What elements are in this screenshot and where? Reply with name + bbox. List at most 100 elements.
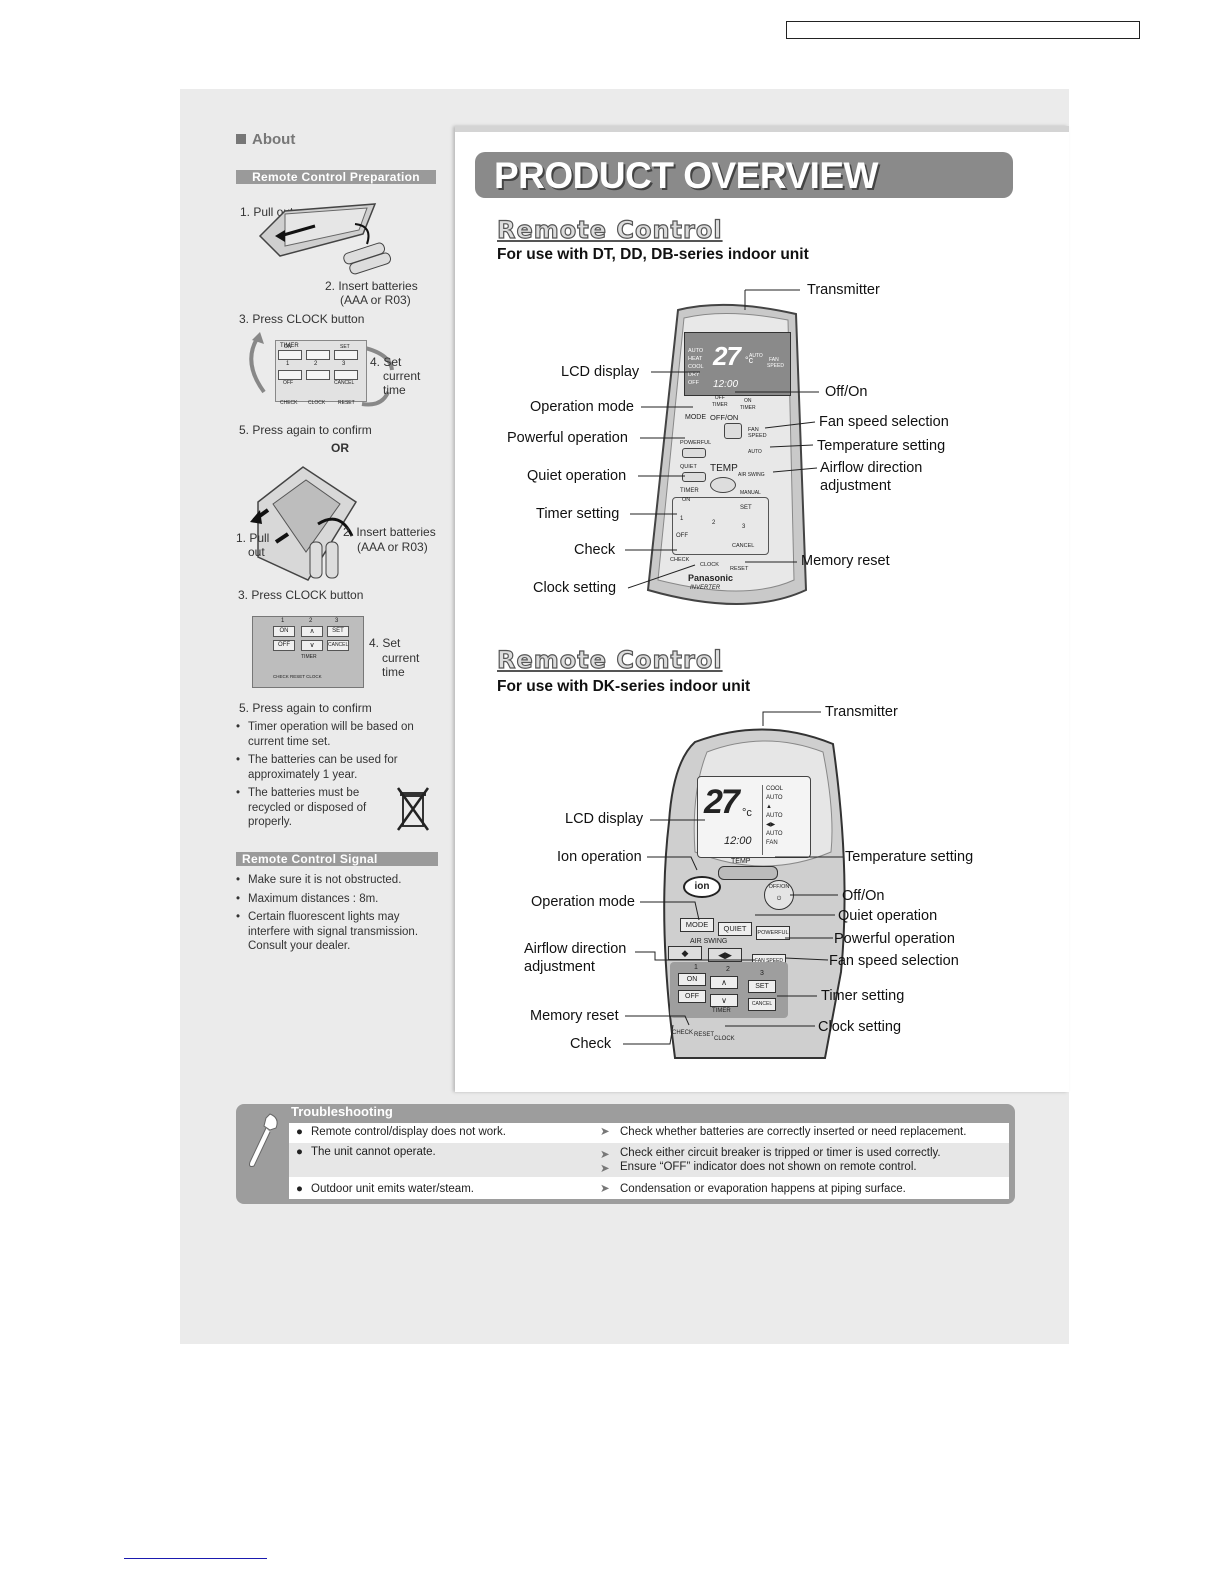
mini-b-down: ∨ [301, 640, 323, 651]
remote2-airswing-label: AIR SWING [690, 938, 728, 945]
remote1-set-label: SET [740, 505, 752, 511]
overview-title: PRODUCT OVERVIEW [494, 155, 878, 196]
remote1-timer-label: TIMER [680, 488, 699, 494]
mini-b-set: SET [327, 626, 349, 637]
signal-note-1: •Make sure it is not obstructed. [236, 874, 402, 886]
remote1-on-timer: ON TIMER [740, 398, 756, 412]
remote2-key-3: 3 [760, 970, 764, 977]
remote2-lcd-auto-3: AUTO [766, 831, 783, 837]
signal-note-2-text: Maximum distances : 8m. [248, 893, 379, 905]
remote2-lcd-fan: FAN [766, 840, 778, 846]
mini-b-3: 3 [335, 618, 339, 624]
battery-cover-illustration [258, 203, 392, 275]
step-insert-batteries: 2. Insert batteries [325, 279, 418, 293]
remote2-powerful-button: POWERFUL [756, 926, 790, 940]
remote1-fan-auto: AUTO [749, 353, 763, 359]
remote2-key-2: 2 [726, 966, 730, 973]
remote1-quiet-button: QUIET [680, 464, 697, 470]
remote1-key-1: 1 [680, 516, 684, 522]
mini-a-reset: RESET [338, 400, 355, 406]
footer-link-line [124, 1558, 267, 1559]
remote2-label-quiet: Quiet operation [838, 908, 938, 924]
mini-remote-b: 1 2 3 ON ∧ SET OFF ∨ CANCEL TIMER CHECK … [252, 616, 364, 688]
troubleshooting-a-3: Condensation or evaporation happens at p… [620, 1183, 906, 1195]
troubleshooting-row: ● Outdoor unit emits water/steam. ➤ Cond… [289, 1179, 1009, 1199]
troubleshooting-row: ● Remote control/display does not work. … [289, 1123, 1009, 1142]
remote1-label-airflow-2: adjustment [820, 478, 891, 494]
remote1-powerful-key [682, 448, 706, 458]
mini-a-set: SET [340, 344, 350, 350]
remote1-lcd-unit: °c [745, 355, 754, 365]
signal-note-3-line-3: Consult your dealer. [248, 940, 351, 952]
remote2-label-lcd: LCD display [565, 811, 644, 827]
remote2-clock-label: CLOCK [714, 1036, 735, 1042]
step-b-current: current [382, 651, 420, 665]
prep-title: Remote Control Preparation [236, 170, 436, 184]
remote2-label-airflow-1: Airflow direction [524, 941, 627, 957]
remote1-off-timer-1: OFF [714, 395, 725, 401]
mini-b-check-reset-clock: CHECK RESET CLOCK [273, 674, 322, 679]
remote1-lcd-time: 12:00 [713, 379, 739, 390]
mini-b-cancel: CANCEL [327, 640, 349, 651]
remote2-offon-label: OFF/ON [768, 884, 790, 890]
remote1-label-powerful: Powerful operation [507, 430, 628, 446]
remote1-mode-off: OFF [688, 380, 699, 386]
remote2-on-button: ON [678, 973, 706, 986]
remote1-temp-button: TEMP [710, 463, 738, 474]
troubleshooting-a-2-2: Ensure “OFF” indicator does not shown on… [620, 1161, 917, 1173]
remote1-on-label: ON [682, 497, 691, 503]
remote2-horizontal-swing-key: ◀▶ [708, 948, 742, 962]
mini-b-up: ∧ [301, 626, 323, 637]
mini-b-timer: TIMER [301, 654, 317, 660]
mini-b-1: 1 [281, 618, 285, 624]
remote1-callouts [625, 289, 819, 589]
remote1-mode-button: MODE [685, 414, 706, 421]
remote2-lcd-unit: °c [742, 807, 752, 819]
step-confirm: 5. Press again to confirm [239, 423, 372, 437]
note-timer-line-1: Timer operation will be based on [248, 721, 414, 733]
troubleshooting-row: ● The unit cannot operate. ➤ Check eithe… [289, 1143, 1009, 1177]
mini-b-off: OFF [273, 640, 295, 651]
remote2-label-operation-mode: Operation mode [531, 894, 635, 910]
remote2-set-button: SET [748, 980, 776, 993]
troubleshooting-q-3: Outdoor unit emits water/steam. [311, 1183, 474, 1195]
remote1-on-timer-1: ON [744, 398, 752, 404]
signal-note-2: •Maximum distances : 8m. [236, 893, 379, 905]
remote2-label-transmitter: Transmitter [825, 704, 898, 720]
step-b-battery-type: (AAA or R03) [357, 540, 428, 554]
remote2-callouts [623, 711, 843, 1045]
remote1-key-2: 2 [712, 520, 716, 526]
step-b-out: out [248, 545, 265, 559]
wrench-icon [249, 1113, 278, 1167]
remote1-manual-button: MANUAL [740, 490, 761, 496]
remote2-label-ion: Ion operation [557, 849, 642, 865]
remote1-label-lcd: LCD display [561, 364, 640, 380]
remote1-mode-auto: AUTO [688, 348, 704, 354]
troubleshooting-q-2: The unit cannot operate. [311, 1146, 436, 1158]
troubleshooting-a-2-1: Check either circuit breaker is tripped … [620, 1147, 941, 1159]
mini-a-1: 1 [286, 361, 290, 367]
remote1-off-timer: OFF TIMER [712, 395, 728, 409]
note-recycle: • The batteries must be recycled or disp… [236, 787, 367, 828]
step-b-time: time [382, 665, 405, 679]
remote1-label-transmitter: Transmitter [807, 282, 880, 298]
remote2-reset-label: RESET [694, 1032, 715, 1038]
remote1-label-check: Check [574, 542, 616, 558]
step-b-press-clock: 3. Press CLOCK button [238, 588, 364, 602]
remote1-auto-button: AUTO [748, 449, 762, 455]
remote2-subtitle: For use with DK-series indoor unit [497, 678, 751, 695]
step-b-set: 4. Set [369, 636, 401, 650]
step-set: 4. Set [370, 355, 402, 369]
remote1-timer-frame [672, 497, 769, 555]
remote1-label-airflow-1: Airflow direction [820, 460, 923, 476]
remote2-lcd-cool: COOL [766, 786, 784, 792]
remote2-title: Remote Control [496, 645, 723, 674]
remote1-check-label: CHECK [670, 557, 690, 563]
remote2-lcd: 27 °c 12:00 COOL AUTO ▲ AUTO ◀▶ AUTO FAN [697, 776, 811, 858]
note-battery-life: • The batteries can be used for approxim… [236, 754, 398, 781]
or-label: OR [331, 441, 349, 455]
step-b-insert: 2. Insert batteries [343, 525, 436, 539]
remote2-label-clock: Clock setting [818, 1019, 902, 1035]
remote2-label-fan-speed: Fan speed selection [829, 953, 959, 969]
remote2-down-button: ∨ [710, 994, 738, 1007]
